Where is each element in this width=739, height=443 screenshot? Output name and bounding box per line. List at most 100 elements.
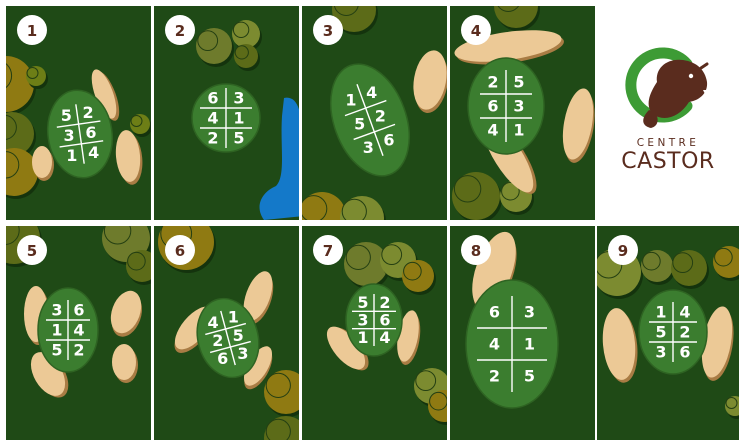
pin-position-1: 3 bbox=[51, 301, 62, 320]
svg-text:7: 7 bbox=[323, 242, 333, 260]
pin-position-1: 5 bbox=[61, 106, 72, 125]
pin-position-6: 1 bbox=[513, 121, 524, 140]
pin-position-1: 1 bbox=[345, 90, 356, 109]
hole-9-panel: 145236 9 bbox=[597, 226, 739, 440]
pin-position-5: 1 bbox=[357, 328, 368, 347]
pin-position-5: 3 bbox=[655, 343, 666, 362]
pin-position-6: 6 bbox=[383, 131, 394, 150]
pin-position-6: 5 bbox=[233, 129, 244, 148]
pin-position-2: 4 bbox=[366, 83, 377, 102]
pin-position-1: 2 bbox=[487, 73, 498, 92]
pin-position-3: 6 bbox=[487, 97, 498, 116]
hole-map: 6 3 4 1 2 5 8 bbox=[450, 226, 595, 440]
centre-castor-logo: CENTRE CASTOR bbox=[597, 6, 739, 220]
pin-position-5: 3 bbox=[363, 138, 374, 157]
pin-position-4: 4 bbox=[73, 321, 84, 340]
hole-6-panel: 4125636 bbox=[154, 226, 299, 440]
pin-position-4: 6 bbox=[379, 311, 390, 330]
pin-position-1: 5 bbox=[357, 293, 368, 312]
pin-position-1: 6 bbox=[207, 89, 218, 108]
hole-map: 145236 9 bbox=[597, 226, 739, 440]
svg-text:3: 3 bbox=[323, 22, 333, 40]
beaver-logo-icon bbox=[597, 6, 739, 136]
putting-green: 256341 bbox=[468, 58, 544, 154]
pin-position-2: 6 bbox=[73, 301, 84, 320]
svg-text:5: 5 bbox=[27, 242, 37, 260]
svg-text:8: 8 bbox=[471, 242, 481, 260]
pin-position-2: 2 bbox=[83, 103, 94, 122]
logo-word-castor: CASTOR bbox=[597, 149, 739, 174]
putting-green: 6 3 4 1 2 5 bbox=[466, 280, 558, 408]
logo-word-centre: CENTRE bbox=[597, 137, 739, 149]
hole-map: 1452363 bbox=[302, 6, 447, 220]
pin-position-2: 4 bbox=[679, 303, 690, 322]
pin-position-3: 3 bbox=[357, 311, 368, 330]
hole-number-badge: 2 bbox=[165, 15, 195, 45]
pin-position-5: 6 bbox=[217, 349, 228, 368]
pin-position-3: 2 bbox=[212, 331, 223, 350]
hole-5-panel: 3614525 bbox=[6, 226, 151, 440]
pin-position-4: 3 bbox=[513, 97, 524, 116]
pin-position-3: 5 bbox=[655, 323, 666, 342]
pin-position-2: 1 bbox=[228, 308, 239, 327]
pin-position-5: 5 bbox=[51, 341, 62, 360]
pin-position-4: 2 bbox=[679, 323, 690, 342]
hole-map: 4125636 bbox=[154, 226, 299, 440]
pin-position-4: 5 bbox=[233, 326, 244, 345]
pin-position-3: 3 bbox=[64, 126, 75, 145]
hole-number-badge: 9 bbox=[608, 235, 638, 265]
pin-position-2: 2 bbox=[379, 293, 390, 312]
hole-number-badge: 1 bbox=[17, 15, 47, 45]
svg-text:9: 9 bbox=[618, 242, 628, 260]
svg-text:2: 2 bbox=[175, 22, 185, 40]
hole-map: 3614525 bbox=[6, 226, 151, 440]
pin-position-3: 1 bbox=[51, 321, 62, 340]
pin-position-6: 4 bbox=[379, 328, 390, 347]
pin-position-3: 5 bbox=[354, 114, 365, 133]
pin-position-5: 2 bbox=[489, 367, 500, 386]
pin-position-1: 6 bbox=[489, 303, 500, 322]
svg-text:1: 1 bbox=[27, 22, 37, 40]
pin-position-6: 3 bbox=[237, 344, 248, 363]
pin-position-3: 4 bbox=[207, 109, 218, 128]
pin-position-6: 2 bbox=[73, 341, 84, 360]
pin-position-5: 2 bbox=[207, 129, 218, 148]
hole-number-badge: 3 bbox=[313, 15, 343, 45]
pin-position-1: 4 bbox=[207, 313, 218, 332]
hole-number-badge: 7 bbox=[313, 235, 343, 265]
pin-position-3: 4 bbox=[489, 335, 500, 354]
hole-1-panel: 5236141 bbox=[6, 6, 151, 220]
pin-position-4: 1 bbox=[524, 335, 535, 354]
svg-text:4: 4 bbox=[471, 22, 481, 40]
pin-position-6: 6 bbox=[679, 343, 690, 362]
svg-text:6: 6 bbox=[175, 242, 185, 260]
pin-position-5: 1 bbox=[66, 146, 77, 165]
pin-position-2: 5 bbox=[513, 73, 524, 92]
pin-position-4: 1 bbox=[233, 109, 244, 128]
pin-position-6: 5 bbox=[524, 367, 535, 386]
hole-number-badge: 5 bbox=[17, 235, 47, 265]
pin-position-1: 1 bbox=[655, 303, 666, 322]
hole-number-badge: 8 bbox=[461, 235, 491, 265]
pin-position-2: 3 bbox=[233, 89, 244, 108]
hole-8-panel: 6 3 4 1 2 5 8 bbox=[450, 226, 595, 440]
pin-position-4: 2 bbox=[375, 107, 386, 126]
hole-number-badge: 6 bbox=[165, 235, 195, 265]
hole-number-badge: 4 bbox=[461, 15, 491, 45]
pin-position-6: 4 bbox=[88, 143, 99, 162]
pin-position-2: 3 bbox=[524, 303, 535, 322]
pin-position-4: 6 bbox=[85, 123, 96, 142]
pin-position-5: 4 bbox=[487, 121, 498, 140]
